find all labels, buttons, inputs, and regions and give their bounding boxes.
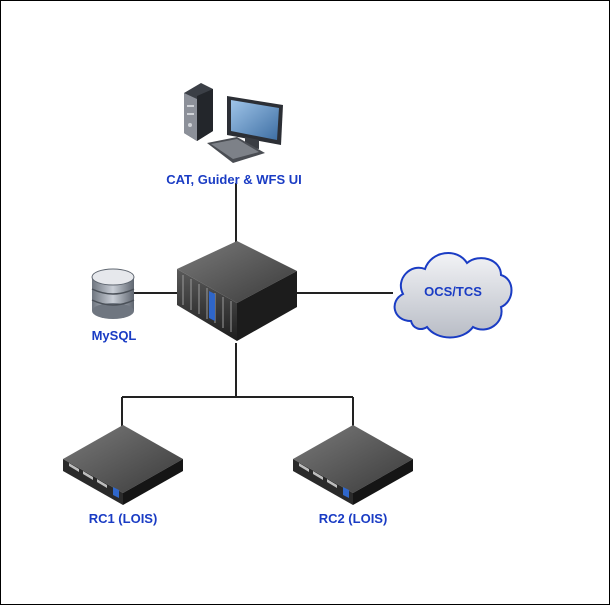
connection-lines: [121, 183, 393, 426]
workstation-label: CAT, Guider & WFS UI: [166, 172, 302, 187]
ocs-tcs-label: OCS/TCS: [424, 284, 482, 299]
rc2-label: RC2 (LOIS): [319, 511, 388, 526]
database-icon: [91, 268, 135, 319]
rack-unit-server-icon: [293, 425, 413, 505]
mysql-label: MySQL: [92, 328, 137, 343]
rack-unit-server-icon: [63, 425, 183, 505]
rack-server-icon: [177, 241, 297, 341]
rc1-label: RC1 (LOIS): [89, 511, 158, 526]
desktop-computer-icon: [184, 83, 283, 163]
cloud-icon: [393, 251, 513, 339]
